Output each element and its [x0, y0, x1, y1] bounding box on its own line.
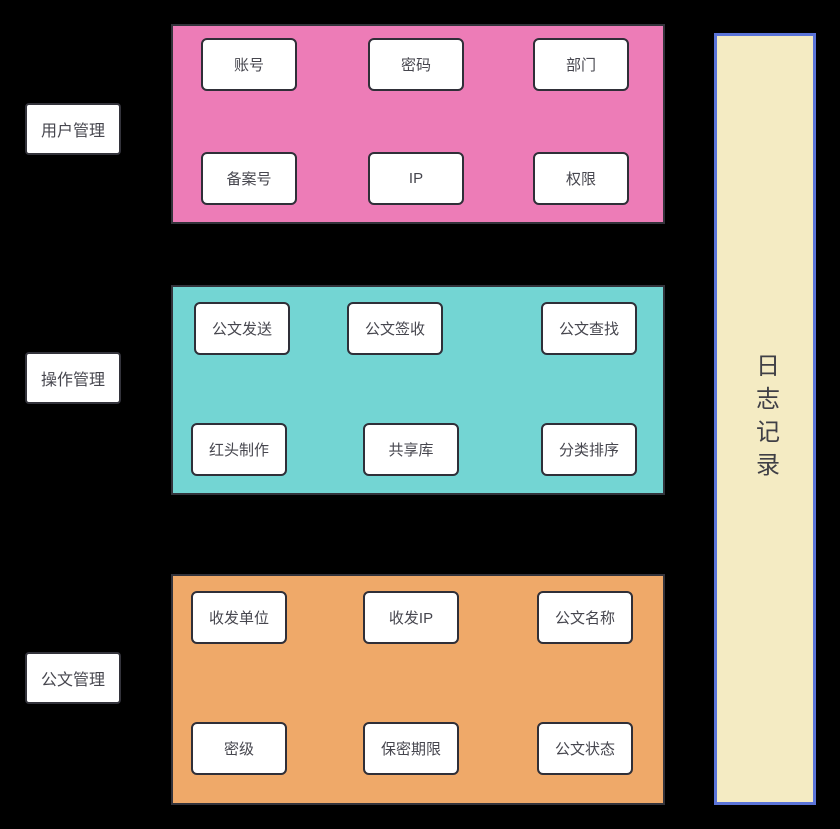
node-shared-library: 共享库 — [363, 423, 459, 476]
log-record-panel: 日志记录 — [714, 33, 816, 805]
panel-operation-management: 公文发送 公文签收 公文查找 红头制作 共享库 分类排序 — [171, 285, 665, 495]
node-red-header-make: 红头制作 — [191, 423, 287, 476]
node-secrecy-period: 保密期限 — [363, 722, 459, 775]
node-send-receive-unit: 收发单位 — [191, 591, 287, 644]
node-account: 账号 — [201, 38, 297, 91]
node-doc-send: 公文发送 — [194, 302, 290, 355]
node-secrecy-level: 密级 — [191, 722, 287, 775]
node-sort-classify: 分类排序 — [541, 423, 637, 476]
node-password: 密码 — [368, 38, 464, 91]
group-label-document-management: 公文管理 — [25, 652, 121, 704]
node-doc-search: 公文查找 — [541, 302, 637, 355]
group-label-user-management: 用户管理 — [25, 103, 121, 155]
node-department: 部门 — [533, 38, 629, 91]
node-doc-sign-in: 公文签收 — [347, 302, 443, 355]
node-permission: 权限 — [533, 152, 629, 205]
node-ip: IP — [368, 152, 464, 205]
panel-user-management: 账号 密码 部门 备案号 IP 权限 — [171, 24, 665, 224]
node-send-receive-ip: 收发IP — [363, 591, 459, 644]
group-label-operation-management: 操作管理 — [25, 352, 121, 404]
node-doc-status: 公文状态 — [537, 722, 633, 775]
log-record-label: 日志记录 — [751, 353, 779, 485]
node-record-number: 备案号 — [201, 152, 297, 205]
panel-document-management: 收发单位 收发IP 公文名称 密级 保密期限 公文状态 — [171, 574, 665, 805]
node-doc-name: 公文名称 — [537, 591, 633, 644]
